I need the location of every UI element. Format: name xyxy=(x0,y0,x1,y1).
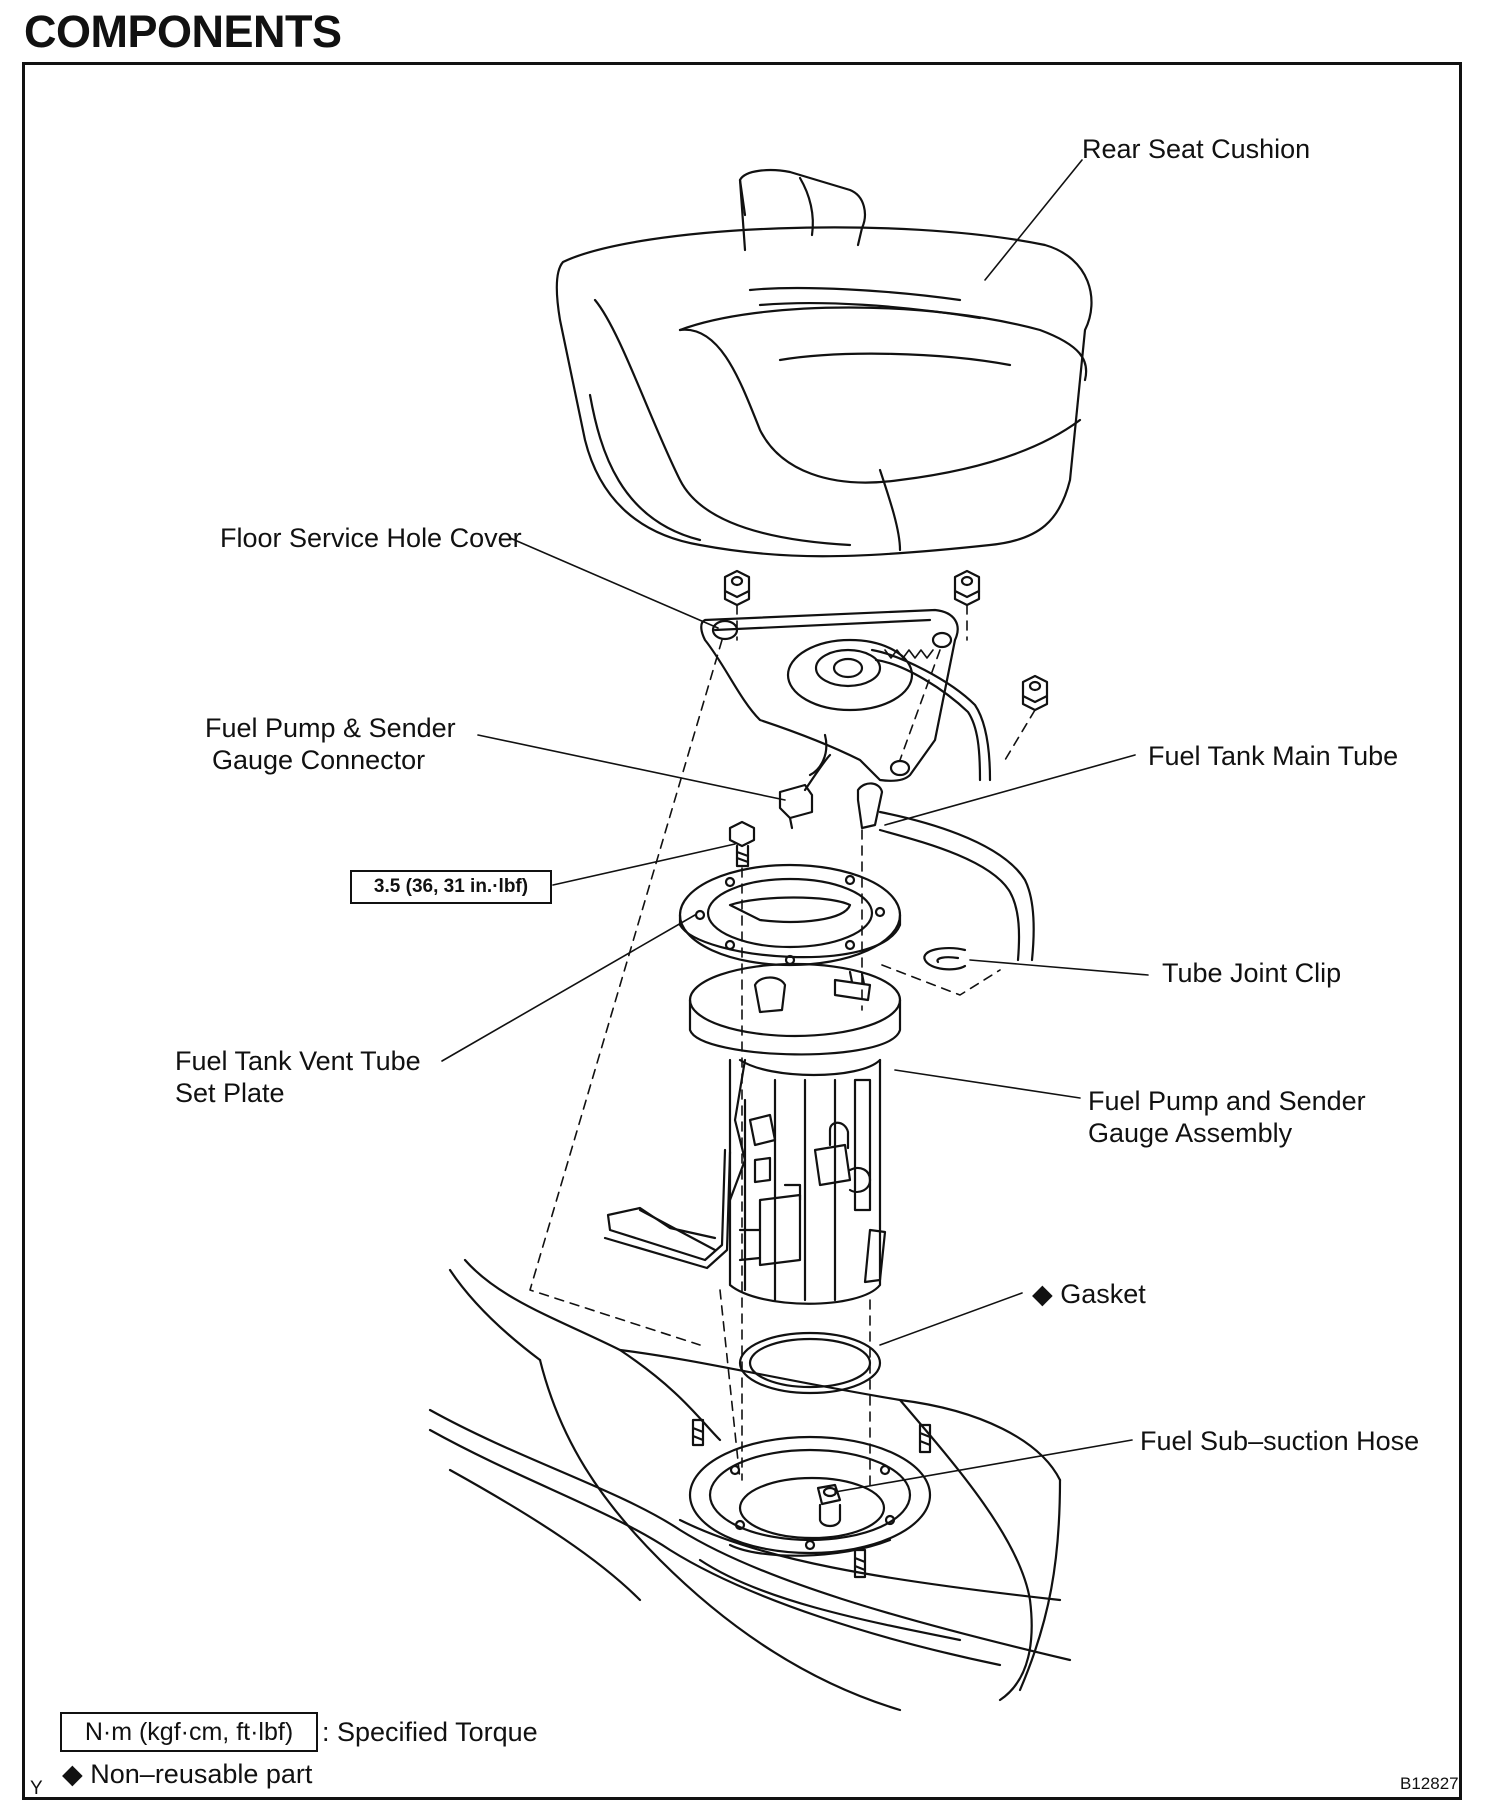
cover-nuts xyxy=(723,569,1049,712)
set-plate-bolt xyxy=(728,820,756,868)
label-connector-line2: Gauge Connector xyxy=(212,745,426,775)
label-fuel-tank-main-tube: Fuel Tank Main Tube xyxy=(1148,741,1399,771)
figure-id: B12827 xyxy=(1400,1774,1459,1793)
label-pump-assembly-line1: Fuel Pump and Sender xyxy=(1088,1086,1366,1116)
label-tube-joint-clip: Tube Joint Clip xyxy=(1162,958,1342,988)
diagram-frame xyxy=(22,62,1462,1800)
label-fuel-sub-suction-hose: Fuel Sub–suction Hose xyxy=(1140,1426,1420,1456)
label-vent-plate-line1: Fuel Tank Vent Tube xyxy=(175,1046,421,1076)
gasket-drawing xyxy=(738,1331,882,1395)
tube-joint-clip-drawing xyxy=(923,946,967,971)
connector-and-tube-drawing xyxy=(778,753,1035,962)
rear-seat-cushion-drawing xyxy=(555,169,1093,558)
legend-torque-desc: : Specified Torque xyxy=(322,1717,538,1747)
label-pump-assembly-line2: Gauge Assembly xyxy=(1088,1118,1293,1148)
label-gasket: ◆ Gasket xyxy=(1032,1279,1146,1309)
vent-tube-set-plate-drawing xyxy=(678,863,902,967)
alignment-dashed-lines xyxy=(529,604,1036,1486)
legend-torque-unit: N·m (kgf·cm, ft·lbf) xyxy=(60,1712,318,1752)
label-connector-line1: Fuel Pump & Sender xyxy=(205,713,456,743)
label-vent-plate-line2: Set Plate xyxy=(175,1078,285,1108)
fuel-pump-assembly-drawing xyxy=(603,962,902,1305)
torque-spec-box: 3.5 (36, 31 in.·lbf) xyxy=(350,870,552,904)
corner-mark: Y xyxy=(30,1778,43,1799)
legend-non-reusable: ◆ Non–reusable part xyxy=(62,1759,313,1789)
floor-service-hole-cover-drawing xyxy=(700,608,992,782)
tank-studs xyxy=(691,1418,932,1579)
label-rear-seat-cushion: Rear Seat Cushion xyxy=(1082,134,1311,164)
fuel-tank-drawing xyxy=(428,1258,1072,1712)
label-floor-service-hole-cover: Floor Service Hole Cover xyxy=(220,523,522,553)
leader-lines xyxy=(441,159,1149,1493)
page-title: COMPONENTS xyxy=(24,6,342,57)
